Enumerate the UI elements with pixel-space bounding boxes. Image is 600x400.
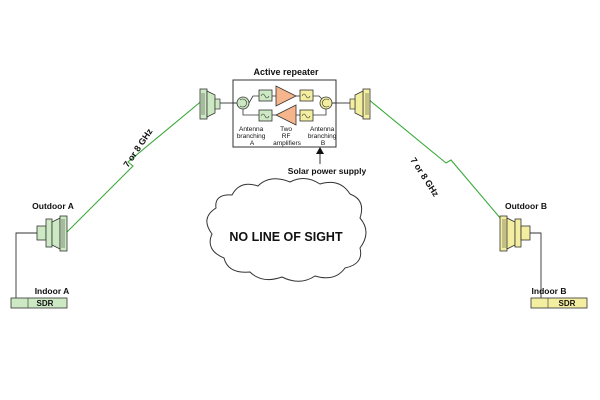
link-b-line — [367, 98, 513, 233]
site-a-cable — [15, 232, 37, 298]
filter-b-top — [299, 89, 314, 102]
link-a-line — [66, 98, 205, 233]
repeater-antenna-a — [199, 88, 233, 120]
outdoor-a-label: Outdoor A — [32, 201, 74, 211]
indoor-b-label: Indoor B — [532, 286, 567, 296]
solar-arrow-head — [316, 147, 324, 154]
site-b-cable — [530, 232, 542, 298]
repeater-antenna-b — [336, 88, 371, 120]
filter-b-bottom — [299, 109, 314, 122]
filter-a-bottom — [258, 109, 273, 122]
amplifiers-label: Two RF amplifiers — [273, 126, 302, 147]
no-line-of-sight-label: NO LINE OF SIGHT — [229, 230, 343, 244]
active-repeater: Active repeater Antenna branching — [232, 67, 338, 148]
indoor-a-sdr-label: SDR — [37, 299, 54, 308]
site-a: Outdoor A Indoor A SDR — [10, 201, 74, 309]
rf-amplifier-top — [275, 85, 297, 107]
solar-power-label: Solar power supply — [288, 166, 367, 176]
branching-b-label: Antenna branching B — [308, 126, 338, 147]
filter-a-top — [258, 89, 273, 102]
outdoor-b-antenna — [499, 215, 531, 252]
repeater-title: Active repeater — [253, 67, 319, 77]
no-line-of-sight-cloud: NO LINE OF SIGHT — [206, 178, 367, 282]
link-a-frequency: 7 or 8 GHz — [121, 126, 154, 169]
indoor-b-sdr-label: SDR — [559, 299, 576, 308]
indoor-a-label: Indoor A — [35, 286, 70, 296]
indoor-b-sdr-unit — [530, 297, 588, 309]
outdoor-a-antenna — [36, 215, 68, 252]
link-b-frequency: 7 or 8 GHz — [408, 156, 441, 199]
site-b: Outdoor B Indoor B SDR — [499, 201, 588, 309]
indoor-a-sdr-unit — [10, 297, 68, 309]
branching-a-label: Antenna branching A — [237, 126, 267, 147]
outdoor-b-label: Outdoor B — [505, 201, 547, 211]
